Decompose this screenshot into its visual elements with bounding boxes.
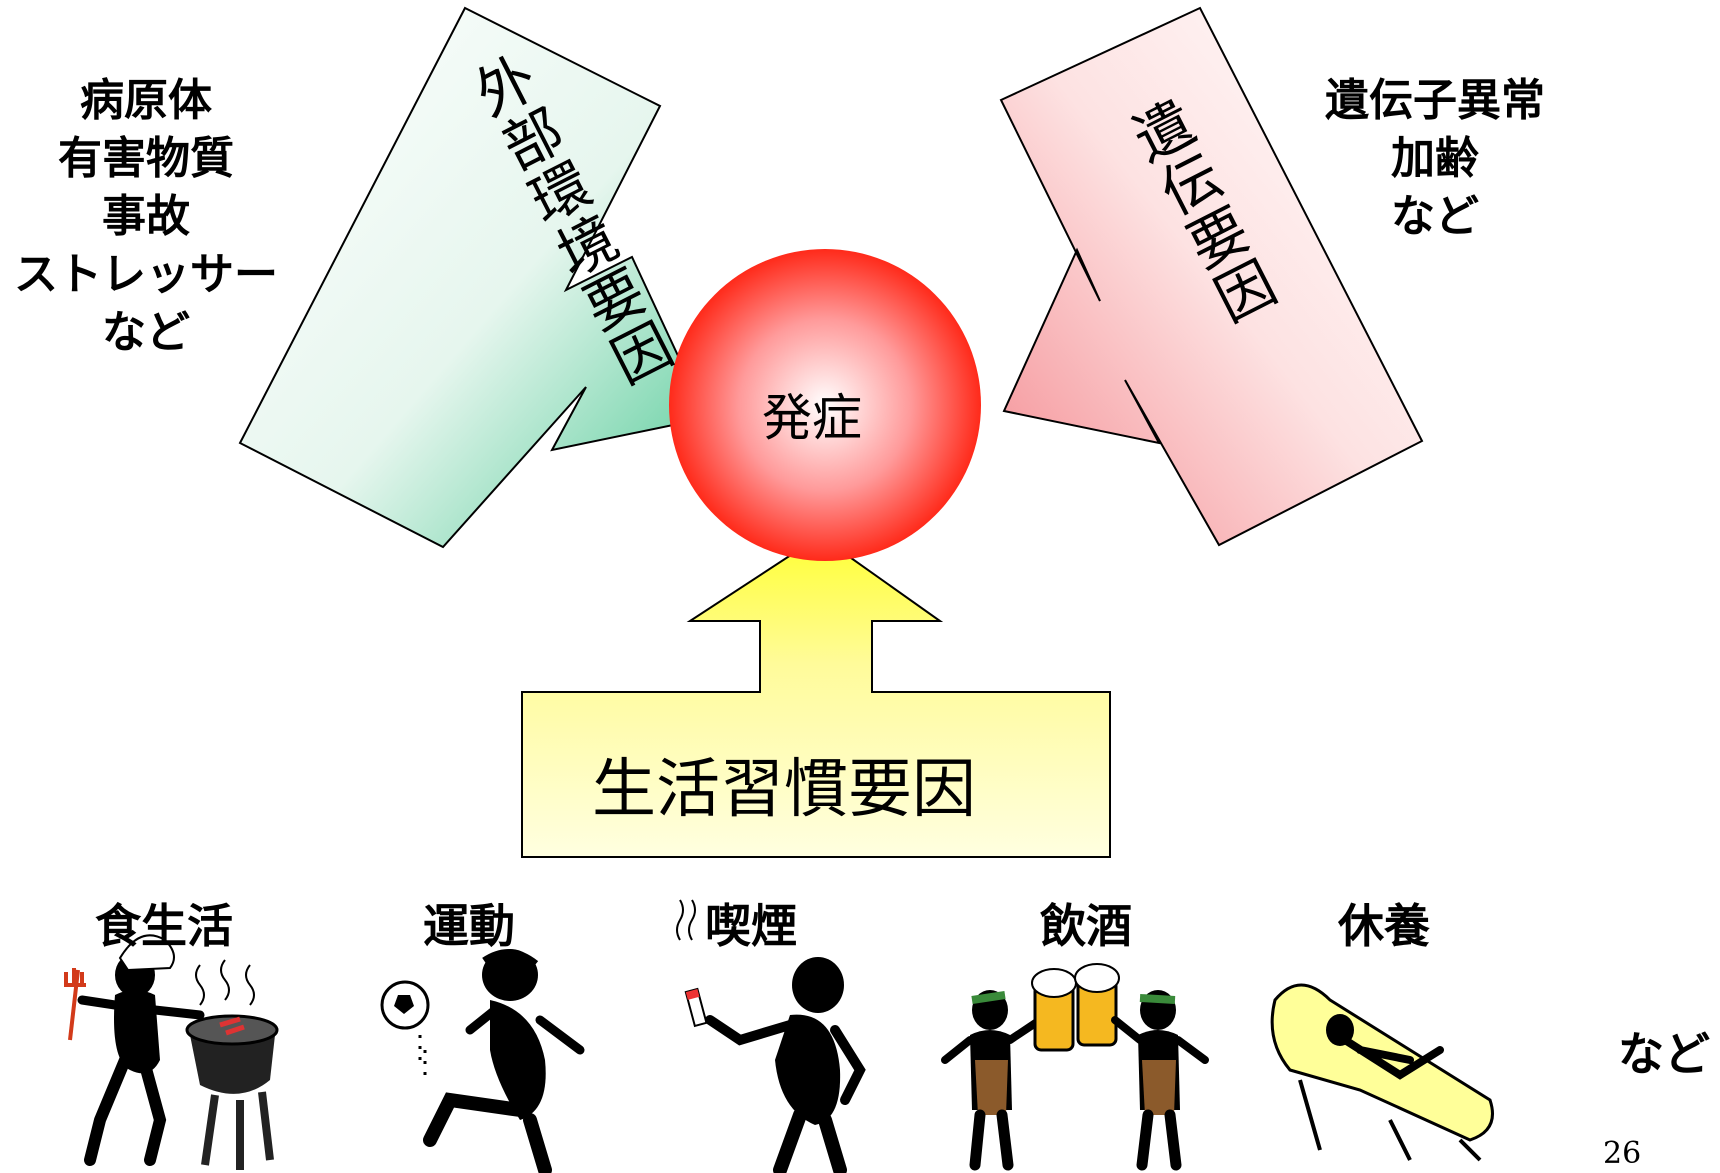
lifestyle-item-label: 飲酒 [1040, 899, 1132, 953]
external-example-item: ストレッサー [14, 249, 278, 300]
external-examples-list: 病原体 有害物質 事故 ストレッサー など [0, 72, 292, 362]
external-example-item: 病原体 [80, 75, 212, 126]
page-number: 26 [1603, 1136, 1642, 1171]
lifestyle-item-label: 休養 [1338, 899, 1430, 953]
genetic-examples-list: 遺伝子異常 加齢 など [1290, 72, 1580, 246]
genetic-example-item: など [1391, 191, 1479, 242]
genetic-example-item: 加齢 [1391, 133, 1479, 184]
lifestyle-item-label: 喫煙 [705, 899, 797, 953]
beer-toast-icon [941, 963, 1209, 1171]
lifestyle-factor-label: 生活習慣要因 [592, 753, 976, 827]
soccer-player-icon [380, 949, 585, 1173]
lifestyle-factor-arrow [521, 534, 1111, 858]
onset-circle [669, 249, 981, 561]
onset-label: 発症 [762, 389, 862, 447]
lounge-chair-icon [1270, 983, 1494, 1162]
lifestyle-item-label: 運動 [423, 899, 515, 953]
genetic-factor-arrow [999, 6, 1424, 547]
genetic-example-item: 遺伝子異常 [1325, 75, 1545, 126]
external-factor-arrow [238, 6, 709, 549]
external-example-item: 事故 [102, 191, 190, 242]
lifestyle-etc-label: など [1618, 1027, 1710, 1081]
lifestyle-item-label: 食生活 [95, 899, 233, 953]
smoker-icon [676, 899, 866, 1173]
barbecue-icon [64, 934, 279, 1170]
external-example-item: 有害物質 [58, 133, 234, 184]
external-example-item: など [102, 307, 190, 358]
